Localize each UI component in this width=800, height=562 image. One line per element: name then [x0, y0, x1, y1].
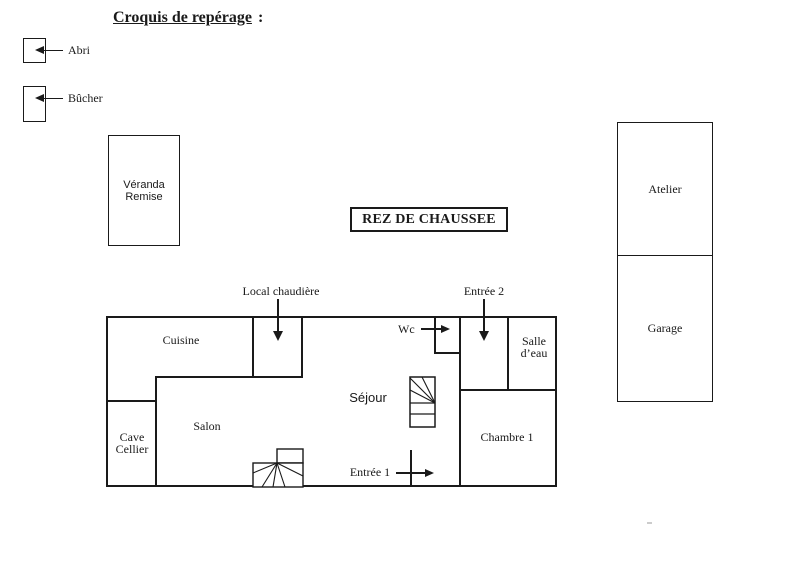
salle-eau-line1: Salle [522, 334, 546, 348]
local-chaudiere-arrow-line [277, 299, 279, 332]
floor-title-label: REZ DE CHAUSSEE [362, 211, 496, 227]
veranda-label: Véranda [123, 178, 165, 191]
wall-cave-right [155, 376, 157, 486]
local-chaudiere-label: Local chaudière [242, 284, 320, 298]
wall-wc-bottom [434, 352, 461, 354]
salle-eau-line2: d’eau [520, 345, 548, 360]
wc-label: Wc [398, 322, 415, 336]
wall-salon-top [155, 376, 303, 378]
veranda-remise-box: Véranda Remise [108, 135, 180, 246]
cuisine-label: Cuisine [162, 333, 200, 347]
wall-outer-bottom [106, 485, 557, 487]
atelier-garage-box: Atelier Garage [617, 122, 713, 402]
abri-arrow-left-icon [35, 45, 44, 54]
atelier-label: Atelier [648, 181, 682, 196]
wall-sejour-right [459, 316, 461, 486]
salle-eau-label: Salle d’eau [520, 334, 548, 360]
entree1-arrow-right-icon [425, 468, 434, 477]
wall-chaudiere-left [252, 316, 254, 378]
entree2-label: Entrée 2 [463, 284, 505, 298]
bucher-arrow-line [44, 97, 63, 99]
wc-arrow-line [421, 328, 441, 330]
sejour-label: Séjour [349, 390, 387, 405]
remise-label: Remise [125, 190, 163, 203]
page-title: Croquis de repérage : [113, 9, 263, 27]
wall-chambre-top [459, 389, 557, 391]
salon-label: Salon [193, 419, 221, 433]
chambre1-label: Chambre 1 [480, 430, 534, 444]
local-chaudiere-arrow-down-icon [272, 331, 283, 341]
wall-wc-left [434, 316, 436, 353]
entree1-door-line [410, 450, 412, 487]
wall-outer-left [106, 316, 108, 487]
cave-cellier-label: Cave Cellier [115, 430, 149, 456]
entree1-label: Entrée 1 [349, 465, 391, 479]
stairs-winder-icon [252, 448, 304, 488]
bucher-label: Bûcher [68, 91, 103, 105]
bucher-arrow-left-icon [35, 93, 44, 102]
wall-outer-right [555, 316, 557, 487]
wc-arrow-right-icon [441, 324, 450, 333]
garage-label: Garage [647, 321, 683, 335]
wall-cave-top [106, 400, 156, 402]
page-title-colon: : [253, 9, 264, 26]
page-title-text: Croquis de repérage [113, 9, 252, 26]
wall-outer-top [106, 316, 557, 318]
abri-label: Abri [68, 43, 90, 57]
cave-line2: Cellier [115, 441, 149, 456]
entree2-arrow-down-icon [478, 331, 489, 341]
garage-room: Garage [618, 256, 712, 401]
entree1-arrow-line [396, 472, 425, 474]
atelier-room: Atelier [618, 123, 712, 256]
cave-line1: Cave [119, 430, 145, 444]
entree2-arrow-line [483, 299, 485, 332]
floor-title-box: REZ DE CHAUSSEE [350, 207, 508, 232]
scan-artifact [647, 522, 652, 524]
bucher-box [23, 86, 46, 122]
wall-chaudiere-right [301, 316, 303, 378]
wall-salle-eau-left [507, 316, 509, 390]
abri-arrow-line [44, 49, 63, 51]
stairs-sejour-icon [409, 376, 436, 428]
